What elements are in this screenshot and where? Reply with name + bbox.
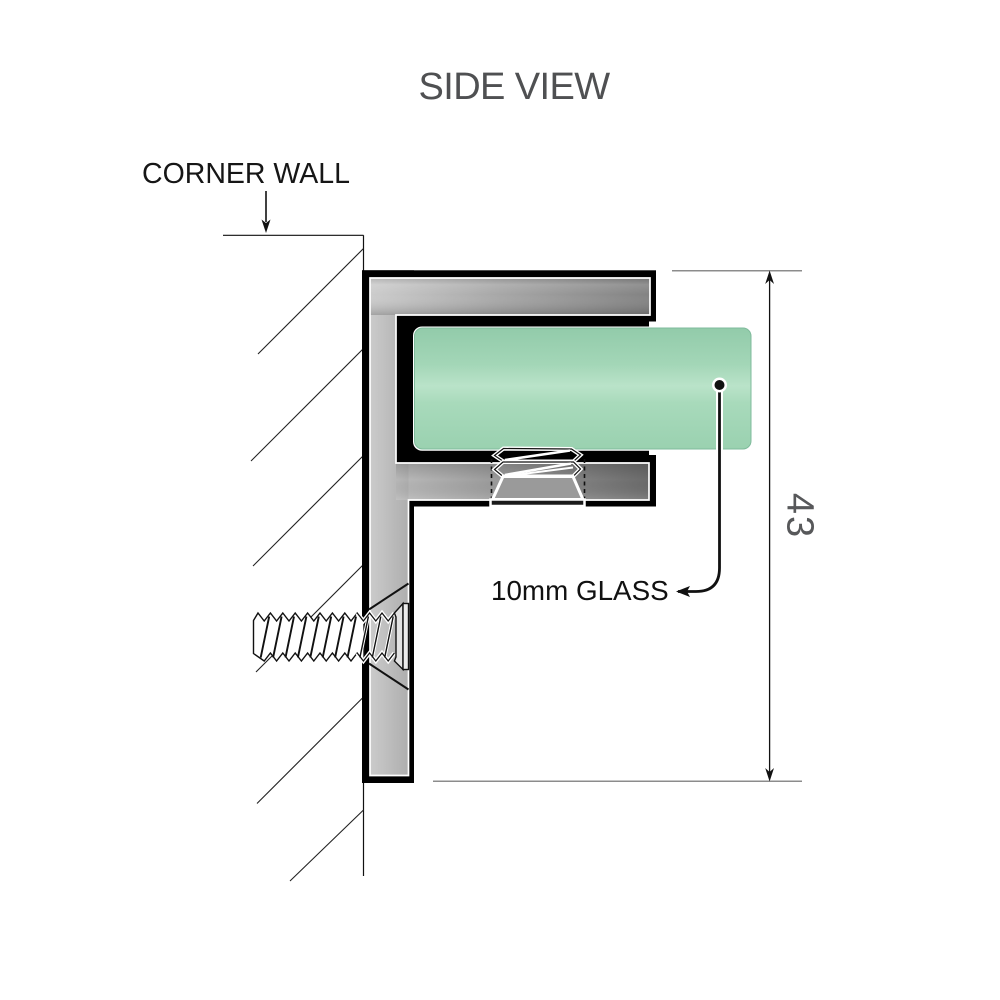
svg-text:SIDE VIEW: SIDE VIEW [419, 66, 611, 108]
svg-text:43: 43 [779, 493, 821, 539]
svg-text:10mm GLASS: 10mm GLASS [491, 575, 669, 606]
svg-text:CORNER WALL: CORNER WALL [142, 158, 350, 190]
